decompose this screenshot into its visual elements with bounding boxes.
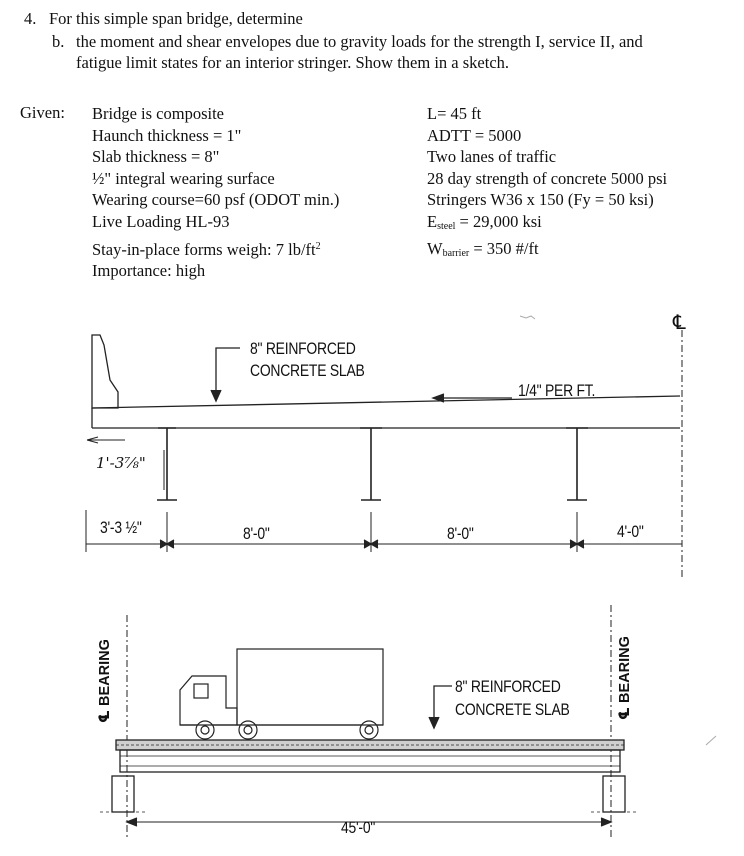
truck-wheel — [195, 720, 215, 740]
given-item-importance: Importance: high — [92, 261, 206, 281]
bearing-left — [111, 775, 135, 813]
given-item: 28 day strength of concrete 5000 psi — [427, 168, 668, 188]
slope-label: 1/4" PER FT. — [518, 381, 596, 400]
dim-spacing-1: 8'-0" — [243, 524, 270, 543]
given-left-column: Bridge is composite Haunch thickness = 1… — [92, 103, 339, 282]
stringer — [360, 427, 382, 501]
part-letter: b. — [52, 32, 65, 51]
given-item-esteel: Esteel = 29,000 ksi — [427, 211, 542, 232]
overhang-note: 1'-3⅞" — [96, 454, 146, 472]
barrier-outline — [91, 334, 119, 409]
span-label: 45'-0" — [341, 818, 376, 837]
given-item: Haunch thickness = 1" — [92, 125, 242, 145]
truck-cab — [179, 675, 238, 726]
given-item: ADTT = 5000 — [427, 125, 522, 145]
given-item: Live Loading HL-93 — [92, 211, 230, 231]
section-slab-label-1: 8" REINFORCED — [250, 339, 356, 358]
slope-arrowhead — [431, 393, 445, 403]
bearing-label-left: ℄ BEARING — [97, 639, 113, 723]
given-item: Two lanes of traffic — [427, 147, 557, 167]
slab-label-leader — [215, 347, 240, 398]
overhang-tick — [86, 436, 125, 444]
elevation-slab-leader — [433, 685, 452, 725]
given-right-column: L= 45 ft ADTT = 5000 Two lanes of traffi… — [427, 103, 667, 264]
stringer — [566, 427, 588, 501]
part-text-line-2: fatigue limit states for an interior str… — [76, 53, 510, 72]
elevation-slab-label-1: 8" REINFORCED — [455, 677, 561, 696]
elevation-girder — [119, 749, 621, 773]
dim-spacing-2: 8'-0" — [447, 524, 474, 543]
dim-half: 4'-0" — [617, 522, 644, 541]
given-item-wbarrier: Wbarrier = 350 #/ft — [427, 238, 539, 259]
leader-arrowhead — [210, 389, 222, 403]
given-label: Given: — [20, 103, 65, 122]
truck-wheel — [359, 720, 379, 740]
truck — [179, 648, 384, 740]
part-text-line-1: the moment and shear envelopes due to gr… — [76, 32, 643, 51]
given-item: Bridge is composite — [92, 104, 224, 123]
dim-overhang: 3'-3 ½" — [100, 518, 142, 537]
bearing-right — [602, 775, 626, 813]
given-item: Slab thickness = 8" — [92, 147, 220, 167]
truck-box — [236, 648, 384, 726]
given-item-stay-forms: Stay-in-place forms weigh: 7 lb/ft2 — [92, 239, 321, 259]
bearing-label-right: ℄ BEARING — [617, 636, 633, 720]
given-item: L= 45 ft — [427, 104, 482, 123]
problem-number: 4. — [24, 9, 37, 28]
elevation-slab-label-2: CONCRETE SLAB — [455, 700, 570, 719]
problem-intro: For this simple span bridge, determine — [49, 9, 303, 28]
section-slab-label-2: CONCRETE SLAB — [250, 361, 365, 380]
given-item: Wearing course=60 psf (ODOT min.) — [92, 190, 340, 210]
given-item: Stringers W36 x 150 (Fy = 50 ksi) — [427, 190, 654, 210]
elevation-deck — [115, 739, 625, 751]
stringer — [157, 427, 177, 501]
given-item: ½" integral wearing surface — [92, 168, 275, 188]
centerline-symbol: ℄ — [673, 310, 686, 334]
truck-wheel — [238, 720, 258, 740]
